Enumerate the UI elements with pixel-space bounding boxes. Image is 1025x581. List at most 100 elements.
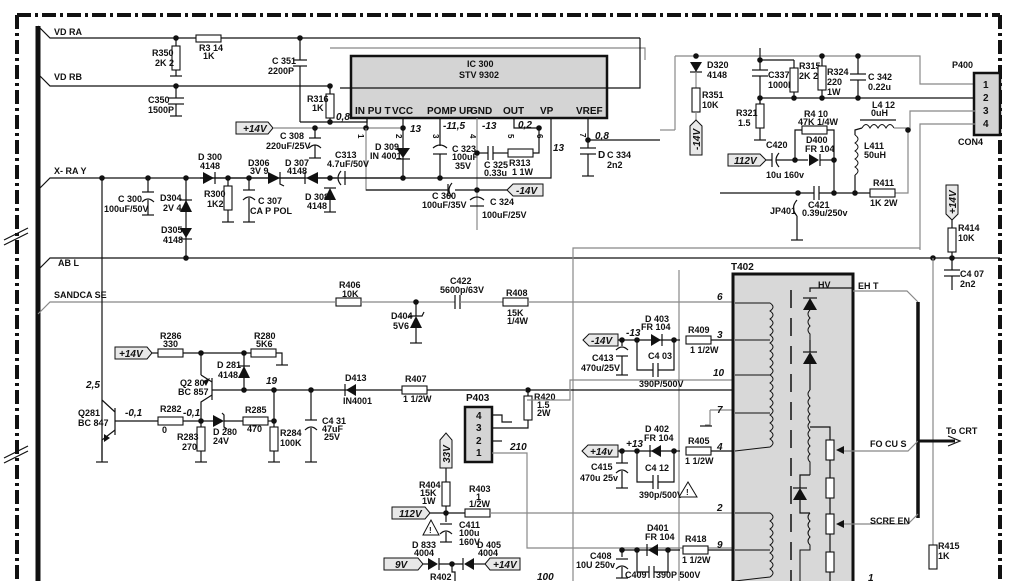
label-r285-0: R285: [245, 405, 267, 415]
power-tags-m14v-a: -14V: [516, 186, 538, 197]
ic300-voltages-out: 0,2: [518, 120, 532, 131]
connector-p403: P403 4 3 2 1: [463, 393, 494, 464]
label-d401-1: FR 104: [645, 532, 675, 542]
label-r324-2: 1W: [827, 87, 841, 97]
diode-d833: [428, 558, 438, 570]
power-tag-m14v: -14V: [506, 183, 544, 197]
label-c323-2: 35V: [455, 161, 471, 171]
label-r407-1: 1 1/2W: [403, 394, 432, 404]
label-c411-1: 100u: [459, 528, 480, 538]
connectors-P403-pins-1: 3: [476, 423, 482, 434]
label-l412-1: 0uH: [871, 108, 888, 118]
label-r414-1: 10K: [958, 233, 975, 243]
ic300-pin-numbers-6: 7: [578, 133, 587, 138]
ic300-pins-1: VCC: [392, 106, 413, 117]
label-r404-0: R404: [419, 480, 441, 490]
label-d320-0: D320: [707, 60, 729, 70]
inductor-l411: [854, 134, 859, 176]
label-c407-1: 2n2: [960, 279, 976, 289]
label-r407-0: R407: [405, 374, 427, 384]
svg-text:D: D: [598, 150, 605, 161]
net-label-xray: X- RA Y: [54, 166, 87, 176]
ic300-pin-numbers-3: 4: [468, 134, 477, 139]
transformer-pins-2: 10: [713, 368, 725, 379]
transformer-pins-3: 7: [717, 405, 723, 416]
label-c403-0: C4 03: [648, 351, 672, 361]
diode-d403: [651, 334, 661, 346]
net-vdrb: VD RB: [37, 72, 330, 87]
node-voltages-v-q281-b: -0,1: [125, 408, 143, 419]
ic300-pin-numbers-4: 5: [506, 134, 515, 139]
break-mark-icon: [3, 227, 29, 464]
diode-d320: [690, 62, 702, 72]
label-c422-0: C422: [450, 276, 472, 286]
net-label-abl: AB L: [58, 258, 79, 268]
label-d402-1: FR 104: [644, 433, 674, 443]
label-r321-0: R321: [736, 108, 758, 118]
label-r316-1: 1K: [312, 103, 324, 113]
power-tags-p14v-d: +14v: [590, 447, 614, 458]
label-d400-0: D400: [806, 135, 828, 145]
label-r410-0: R4 10: [804, 109, 828, 119]
hv-diode-3: [793, 488, 807, 500]
label-d308-1: 4148: [307, 201, 327, 211]
transformer-pins-1: 3: [717, 330, 723, 341]
focus-pot: [825, 439, 835, 461]
nets-focus: FO CU S: [870, 439, 907, 449]
label-c431-1: 47uF: [322, 424, 344, 434]
screen-pot: [825, 513, 835, 535]
diode-d305: [180, 228, 192, 238]
power-tag-9v: 9V: [383, 557, 424, 571]
diode-d309: [396, 148, 410, 158]
label-r408-2: 1/4W: [507, 316, 529, 326]
label-c342-0: C 342: [868, 72, 892, 82]
label-d300-0: D 300: [198, 152, 222, 162]
label-c350-1: 1500P: [148, 105, 174, 115]
label-r314-0: R3 14: [199, 43, 223, 53]
label-d833-1: 4004: [414, 548, 434, 558]
label-c300-0: C 300: [118, 194, 142, 204]
power-tags-v112-b: 112V: [399, 509, 423, 520]
label-r404-1: 15K: [420, 488, 437, 498]
label-r409-0: R409: [688, 325, 710, 335]
label-q281-1: BC 847: [78, 418, 109, 428]
label-r313-0: R313: [509, 158, 531, 168]
connectors-P403-ref: P403: [466, 393, 490, 404]
connectors-P403-pins-0: 4: [476, 411, 482, 422]
connectors-P400-ref: P400: [952, 60, 973, 70]
label-jp401-0: JP401: [770, 206, 796, 216]
hv-diode-2: [803, 352, 817, 364]
diode-d402: [651, 445, 661, 457]
power-tags-p14v-e: +14V: [493, 560, 518, 571]
power-tag-m14v-c: -14V: [582, 333, 619, 347]
label-d300-1: 4148: [200, 161, 220, 171]
power-tag-33v: 33V: [439, 432, 453, 469]
label-d307-1: 4148: [287, 166, 307, 176]
label-d400-1: FR 104: [805, 144, 835, 154]
nets-screen: SCRE EN: [870, 516, 910, 526]
connectors-P400-pins-0: 1: [983, 80, 989, 91]
net-xray: X- RA Y: [37, 166, 200, 191]
label-r351-1: 10K: [702, 100, 719, 110]
resistor-r284: [269, 426, 279, 452]
resistor-r286: [157, 348, 184, 358]
label-r350-1: 2K 2: [155, 58, 174, 68]
connectors-P403-pins-2: 2: [476, 436, 482, 447]
ic300-voltages-pomp: -11,5: [443, 121, 465, 132]
label-c431-0: C4 31: [322, 416, 346, 426]
power-tags-p14v-b: +14V: [948, 189, 959, 214]
label-r418-0: R418: [685, 534, 707, 544]
label-c307-0: C 307: [258, 196, 282, 206]
power-tag-p14v-vertical: +14V: [945, 184, 959, 221]
label-d402-0: D 402: [645, 424, 669, 434]
label-r406-0: R406: [339, 280, 361, 290]
label-r420-0: R420: [534, 392, 556, 402]
connector-p400: P400 1 2 3 4 CON4: [952, 60, 1002, 147]
label-r283-0: R283: [177, 432, 199, 442]
label-c412-0: C4 12: [645, 463, 669, 473]
label-d403-0: D 403: [645, 314, 669, 324]
net-sandcase: SANDCA SE: [37, 290, 335, 315]
ic300-pin-numbers-5: 6: [535, 134, 544, 139]
resistor-r313: [507, 148, 534, 158]
node-voltages-v-q281-c: 2,5: [85, 380, 100, 391]
